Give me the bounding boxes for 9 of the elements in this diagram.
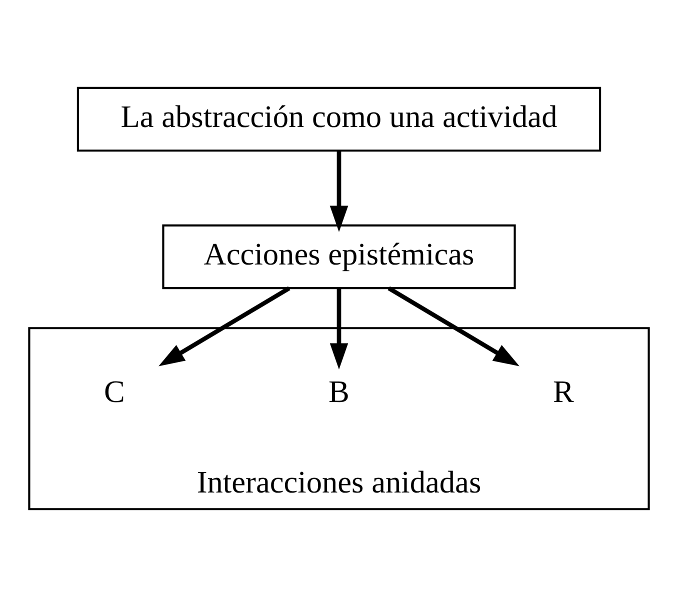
arrow (388, 286, 520, 366)
arrow (158, 286, 290, 366)
node-box: Acciones epistémicas (162, 224, 516, 290)
node-text: R (553, 374, 574, 409)
node-text: B (328, 374, 350, 409)
arrow (330, 150, 348, 232)
node-box: La abstracción como una actividad (76, 86, 602, 152)
node-text: C (104, 374, 125, 409)
arrow (330, 288, 348, 370)
